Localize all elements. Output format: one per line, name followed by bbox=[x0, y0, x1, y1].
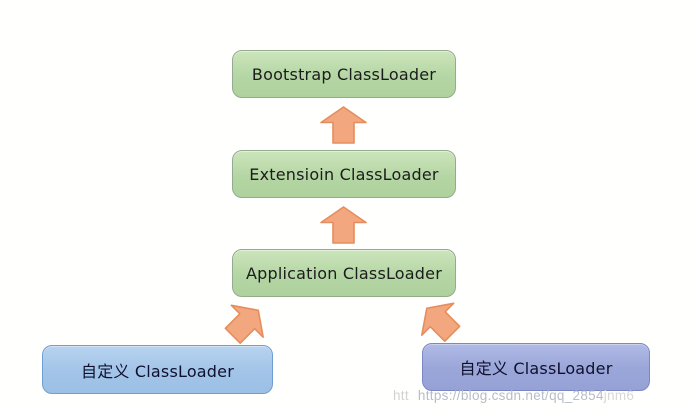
csdn-watermark: htt https://blog.csdn.net/qq_2854jnm6 bbox=[393, 388, 634, 403]
up-left-arrow-icon bbox=[409, 291, 469, 351]
up-arrow-icon bbox=[320, 106, 367, 144]
up-arrow-icon bbox=[320, 206, 367, 244]
node-bootstrap-label: Bootstrap ClassLoader bbox=[251, 64, 437, 84]
watermark-tail: jnm6 bbox=[603, 388, 635, 403]
node-application-label: Application ClassLoader bbox=[246, 263, 442, 283]
watermark-url: https://blog.csdn.net/qq_2854 bbox=[417, 388, 604, 403]
up-right-arrow-icon bbox=[215, 293, 275, 353]
node-bootstrap-classloader: Bootstrap ClassLoader bbox=[232, 50, 456, 98]
node-custom-left-label: 自定义 ClassLoader bbox=[81, 361, 234, 381]
node-custom-right-label: 自定义 ClassLoader bbox=[459, 359, 613, 378]
node-extension-classloader: Extensioin ClassLoader bbox=[232, 150, 456, 198]
node-custom-classloader-right: 自定义 ClassLoader bbox=[422, 343, 650, 391]
watermark-fragment: htt bbox=[393, 388, 409, 403]
node-custom-classloader-left: 自定义 ClassLoader bbox=[42, 345, 273, 394]
node-application-classloader: Application ClassLoader bbox=[232, 249, 456, 297]
node-extension-label: Extensioin ClassLoader bbox=[249, 164, 439, 184]
